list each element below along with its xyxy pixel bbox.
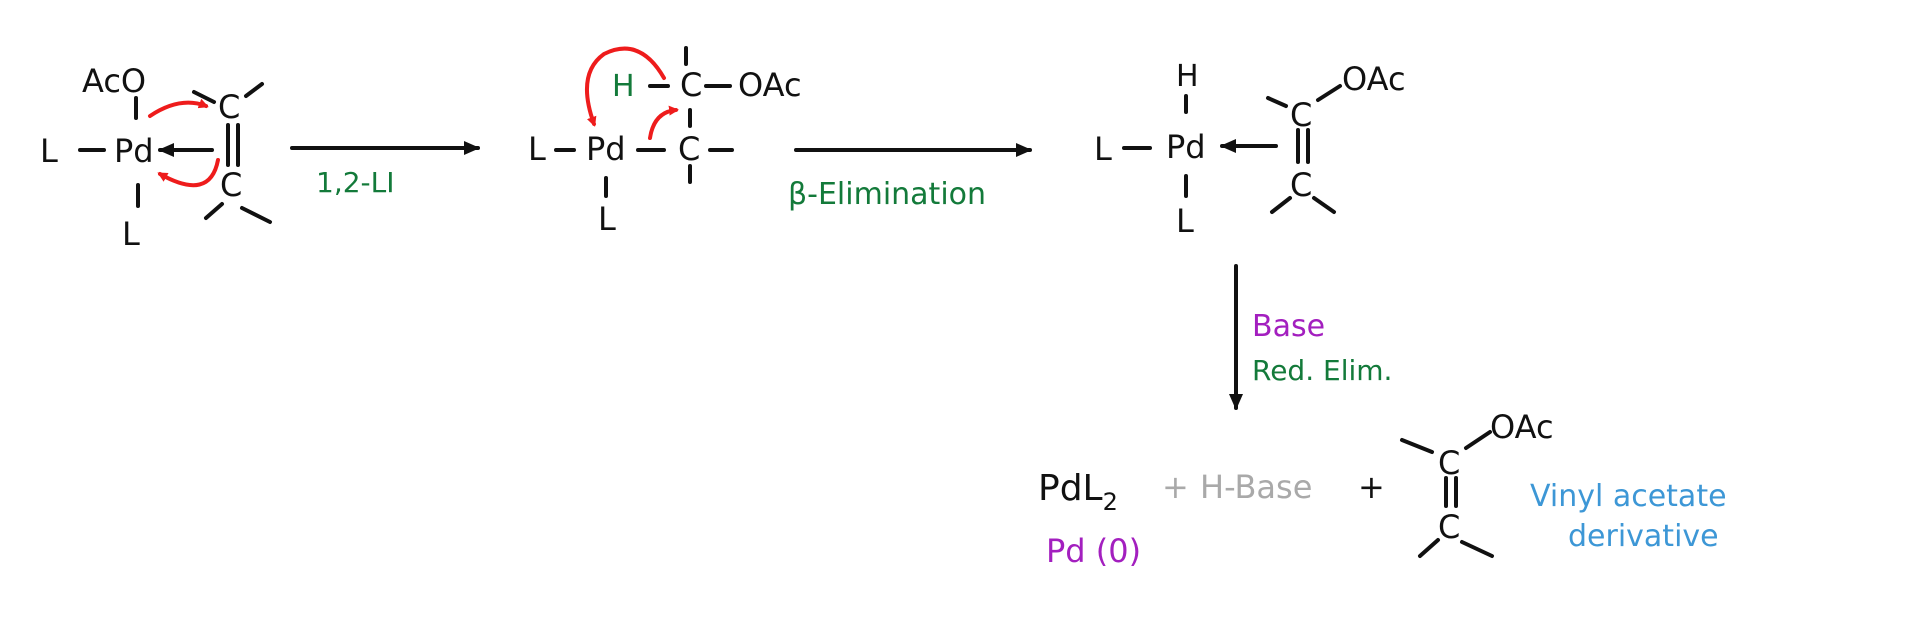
pdl2-product: PdL2 [1038,468,1118,516]
curved-arrow-alkene-insertion [157,158,220,188]
pdl2-text: PdL [1038,468,1103,509]
substituent-bond [240,206,272,224]
complex-1: AcO L Pd L C C [40,62,272,253]
curved-arrow-oac-migration [148,98,209,118]
substituent-bond [1400,438,1434,454]
hydride: H [1176,59,1199,94]
step-1-label: 1,2-LI [316,166,395,199]
substituent-bond [1418,538,1440,558]
palladium-center: Pd [1166,128,1206,166]
plus-sign-2: + [1358,468,1385,506]
alkene-carbon-top: C [1290,96,1312,134]
alkene-carbon-bottom: C [220,166,242,204]
h-base-product: H-Base [1200,468,1312,506]
carbon-middle: C [678,130,700,168]
pdl2-subscript: 2 [1103,488,1118,516]
hydrogen-atom: H [612,69,635,104]
ligand-left: L [40,132,58,170]
substituent-bond [204,202,224,220]
product-note-line-2: derivative [1568,519,1719,554]
ligand-left: L [1094,130,1112,168]
oac-group: OAc [738,66,802,104]
oac-group: OAc [1342,60,1406,98]
ligand-bottom: L [598,200,616,238]
reagent-label: Base [1252,309,1325,344]
alkene-carbon-top: C [1438,444,1460,482]
palladium-center: Pd [114,132,154,170]
substituent-bond [244,82,264,98]
curved-arrow-pi-bond [648,105,679,140]
substituent-bond [1266,96,1288,108]
alkene-carbon-bottom: C [1290,166,1312,204]
substituent-bond [192,90,216,104]
substituent-bond [1270,196,1292,214]
step-3-label: Red. Elim. [1252,354,1392,387]
product-note-line-1: Vinyl acetate [1530,479,1727,514]
oac-bond [1316,84,1342,102]
substituent-bond [1312,196,1336,214]
oac-bond [1464,430,1492,450]
products: PdL2 Pd (0) + H-Base + C OAc C Vinyl ace… [1038,408,1727,570]
complex-2: H C OAc L Pd C L [528,46,802,238]
complex-3: H L Pd L C OAc C [1094,59,1406,240]
oac-group: OAc [1490,408,1554,446]
alkene-carbon-top: C [218,88,240,126]
step-2-label: β-Elimination [788,177,986,212]
ligand-left: L [528,130,546,168]
plus-sign-1: + [1162,468,1189,506]
palladium-center: Pd [586,130,626,168]
ligand-bottom: L [122,215,140,253]
carbon-top: C [680,66,702,104]
substituent-bond [1460,540,1494,558]
curved-arrow-beta-hydride [584,46,666,127]
ligand-bottom: L [1176,202,1194,240]
aco-group: AcO [82,62,146,100]
pd0-label: Pd (0) [1046,532,1141,570]
alkene-carbon-bottom: C [1438,508,1460,546]
